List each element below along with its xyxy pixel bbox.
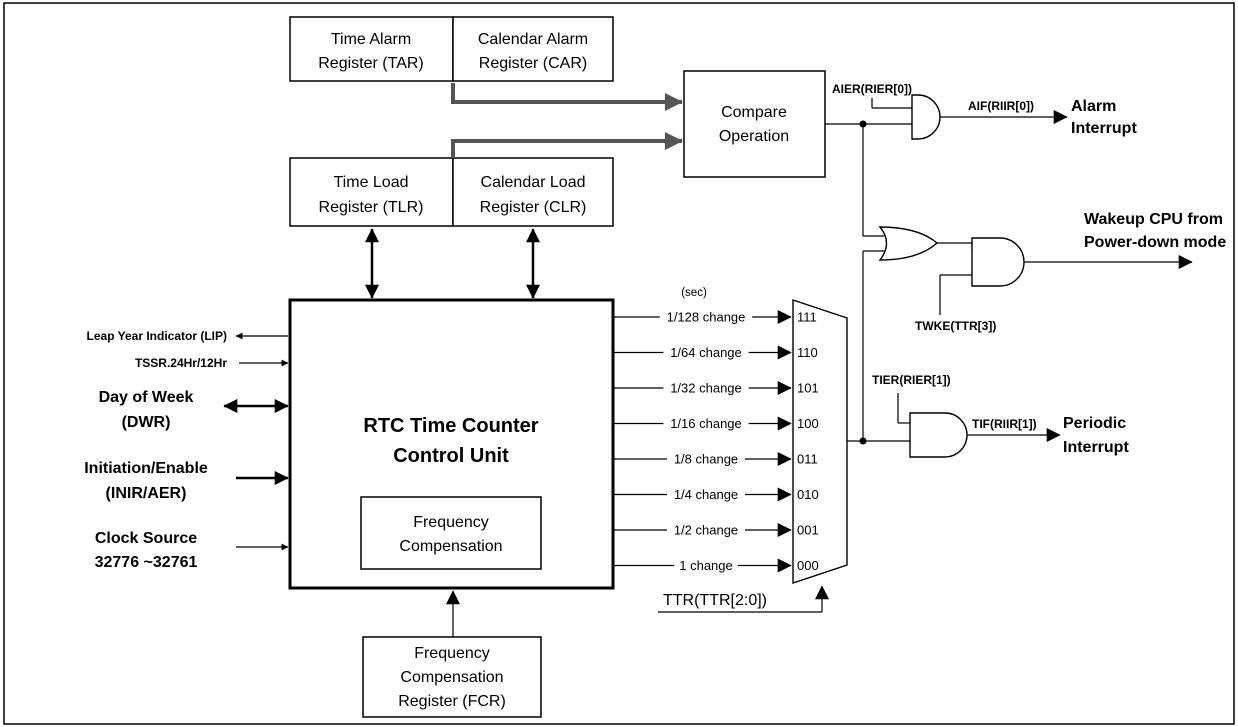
fcr-line-1: Frequency <box>414 645 490 662</box>
frequency-compensation-register: Frequency Compensation Register (FCR) <box>362 636 542 718</box>
mux-code-label: 000 <box>797 558 819 573</box>
mux-input-rows: 1/128 change 111 1/64 change 110 1/32 change… <box>613 308 819 573</box>
clr-line-1: Calendar Load <box>481 174 586 191</box>
tlr-line-1: Time Load <box>334 174 409 191</box>
compare-operation-block: Compare Operation <box>683 70 826 178</box>
load-bus-arrow <box>451 132 683 158</box>
mux-label-bg <box>663 414 749 431</box>
mux-input-label: 1/2 change <box>674 523 738 538</box>
wakeup-line-2: Power-down mode <box>1084 234 1226 251</box>
mux-label-bg <box>667 485 745 502</box>
calendar-alarm-register: Calendar Alarm Register (CAR) <box>452 16 614 82</box>
alarm-bus-arrow <box>451 83 683 111</box>
aier-label: AIER(RIER[0]) <box>832 82 912 96</box>
alarm-and-gate <box>911 94 941 140</box>
inir-line-1: Initiation/Enable <box>84 460 208 477</box>
control-unit-title-2: Control Unit <box>393 445 509 467</box>
compare-line-1: Compare <box>721 104 787 121</box>
dwr-line-2: (DWR) <box>122 414 171 431</box>
mux-input-row: 1/2 change 001 <box>613 521 819 538</box>
wakeup-and-gate <box>971 237 1025 287</box>
periodic-and-gate <box>909 412 968 458</box>
sec-label: (sec) <box>681 287 707 299</box>
mux-code-label: 011 <box>797 452 818 467</box>
clock-line-2: 32776 ~32761 <box>95 554 198 571</box>
clock-line-1: Clock Source <box>95 530 197 547</box>
inir-line-2: (INIR/AER) <box>106 485 187 502</box>
wakeup-line-1: Wakeup CPU from <box>1084 211 1223 228</box>
mux-label-bg <box>667 521 745 537</box>
freq-comp-line-1: Frequency <box>413 514 489 531</box>
mux-code-label: 100 <box>797 416 819 431</box>
car-line-2: Register (CAR) <box>479 55 587 72</box>
tlr-line-2: Register (TLR) <box>319 199 424 216</box>
car-line-1: Calendar Alarm <box>478 31 588 48</box>
periodic-interrupt-line-2: Interrupt <box>1063 439 1129 456</box>
mux-input-label: 1/8 change <box>674 452 738 467</box>
outer-frame <box>3 2 1235 725</box>
compare-line-2: Operation <box>719 128 789 145</box>
tif-label: TIF(RIIR[1]) <box>972 417 1037 431</box>
alarm-interrupt-line-1: Alarm <box>1071 98 1116 115</box>
mux-code-label: 101 <box>797 381 819 396</box>
freq-comp-inner-box <box>360 496 542 570</box>
lip-label: Leap Year Indicator (LIP) <box>87 329 227 343</box>
mux-label-bg <box>674 556 738 573</box>
tier-label: TIER(RIER[1]) <box>872 373 951 387</box>
fcr-line-3: Register (FCR) <box>398 693 506 710</box>
calendar-load-register: Calendar Load Register (CLR) <box>452 157 614 227</box>
mux-label-bg <box>663 379 749 395</box>
ttr-select-label: TTR(TTR[2:0]) <box>663 592 767 609</box>
control-unit-title-1: RTC Time Counter <box>363 415 538 437</box>
freq-comp-line-2: Compensation <box>399 538 502 555</box>
mux-input-label: 1/128 change <box>667 310 746 325</box>
tar-line-1: Time Alarm <box>331 31 411 48</box>
fcr-line-2: Compensation <box>400 669 503 686</box>
dwr-line-1: Day of Week <box>99 389 194 406</box>
mux-input-label: 1/64 change <box>670 345 742 360</box>
mux-input-row: 1/128 change 111 <box>613 308 817 325</box>
periodic-interrupt-line-1: Periodic <box>1063 415 1126 432</box>
twke-label: TWKE(TTR[3]) <box>915 319 996 333</box>
alarm-interrupt-line-2: Interrupt <box>1071 120 1137 137</box>
mux-label-bg <box>659 308 753 324</box>
mux-input-row: 1/32 change 101 <box>613 379 819 396</box>
mux-input-label: 1/4 change <box>674 487 738 502</box>
mux-input-label: 1 change <box>679 558 733 573</box>
mux-input-label: 1/16 change <box>670 416 742 431</box>
time-load-register: Time Load Register (TLR) <box>289 157 454 227</box>
wakeup-or-gate <box>878 226 939 261</box>
rtc-control-unit: RTC Time Counter Control Unit Frequency … <box>288 298 615 590</box>
mux-input-row: 1/64 change 110 <box>613 343 818 360</box>
clr-line-2: Register (CLR) <box>480 199 587 216</box>
mux-input-label: 1/32 change <box>670 381 742 396</box>
tar-line-2: Register (TAR) <box>318 55 424 72</box>
mux-input-row: 1/8 change 011 <box>613 450 818 467</box>
mux-label-bg <box>663 343 749 360</box>
mux-code-label: 110 <box>797 345 818 360</box>
mux-input-row: 1/16 change 100 <box>613 414 819 431</box>
mux-input-row: 1/4 change 010 <box>613 485 819 502</box>
mux-label-bg <box>667 450 745 466</box>
mux-input-row: 1 change 000 <box>613 556 819 573</box>
mux-code-label: 111 <box>797 310 817 325</box>
tssr-label: TSSR.24Hr/12Hr <box>135 356 227 370</box>
multiplexer <box>792 299 848 584</box>
mux-code-label: 010 <box>797 487 819 502</box>
time-alarm-register: Time Alarm Register (TAR) <box>289 16 454 82</box>
mux-code-label: 001 <box>797 523 819 538</box>
aif-label: AIF(RIIR[0]) <box>968 99 1034 113</box>
